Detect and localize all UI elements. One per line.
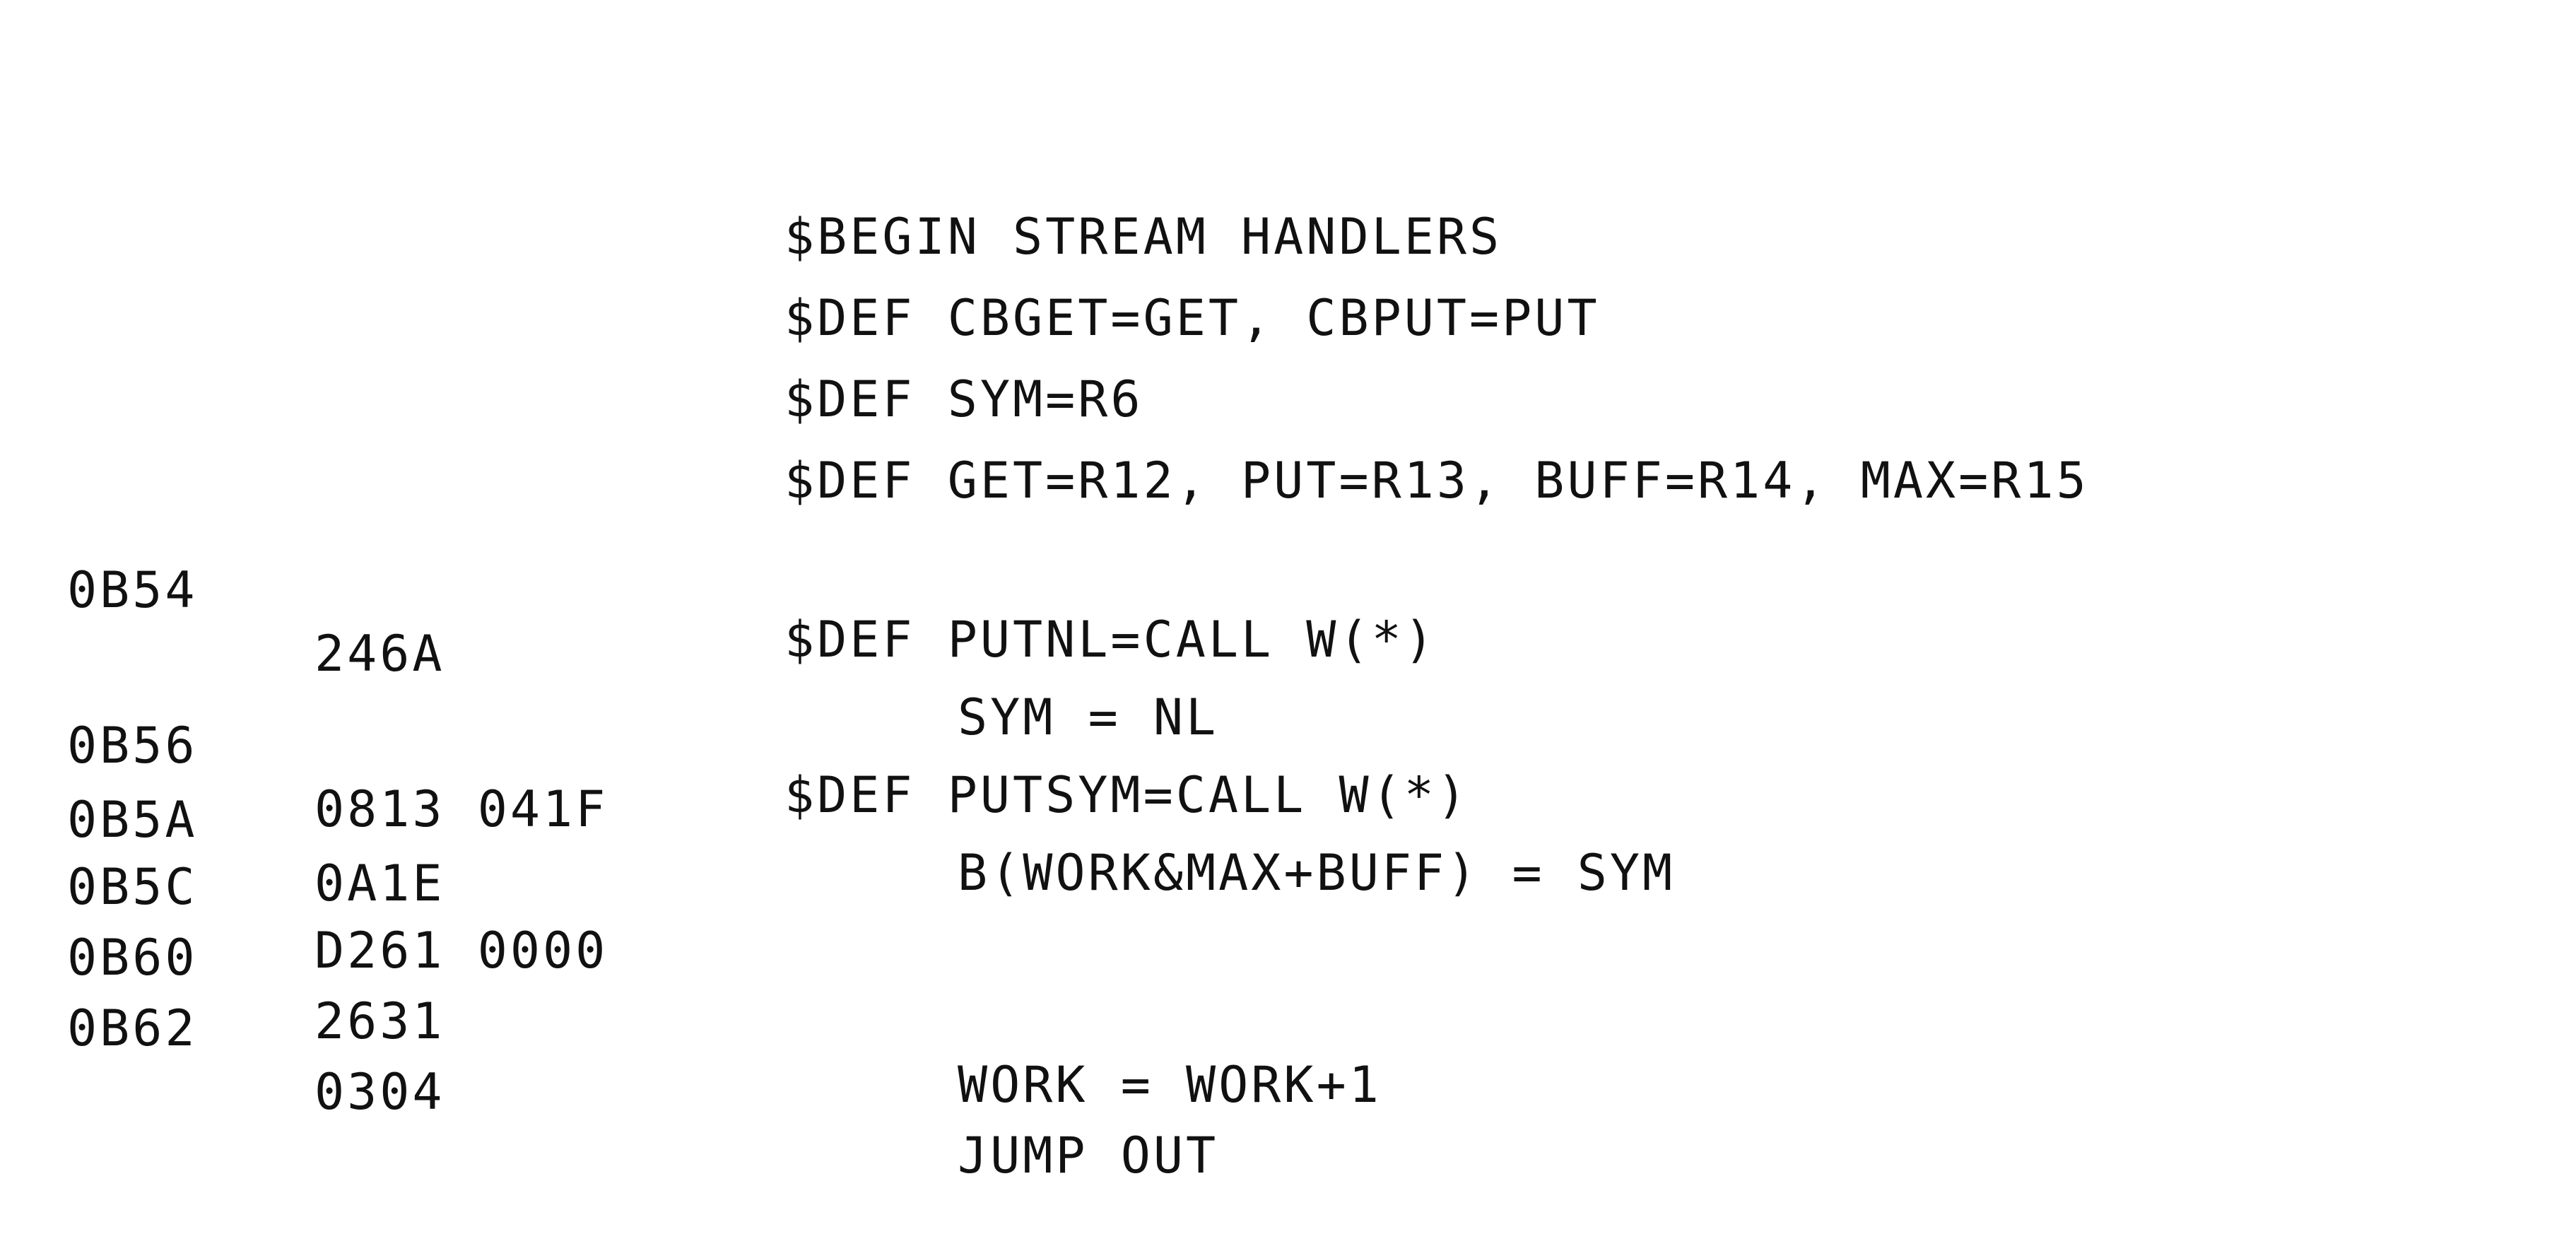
- listing-line: 0B60 2631 WORK = WORK+1: [0, 862, 2576, 1114]
- address-column: 0B56: [67, 717, 198, 775]
- source-column: $DEF PUTNL=CALL W(*): [784, 611, 1437, 669]
- object-code-column: 0A1E: [314, 854, 445, 912]
- listing-line: $DEF CBGET=GET, CBPUT=PUT: [0, 95, 2576, 347]
- listing-line: 0B62 0304 JUMP OUT: [0, 933, 2576, 1185]
- object-code-column: 2631: [314, 992, 445, 1050]
- listing-line: 0B54 246A SYM = NL: [0, 495, 2576, 746]
- listing-line: $DEF GET=R12, PUT=R13, BUFF=R14, MAX=R15: [0, 258, 2576, 510]
- address-column: 0B5A: [67, 791, 198, 849]
- source-column: $DEF PUTSYM=CALL W(*): [784, 766, 1470, 824]
- assembler-listing: $BEGIN STREAM HANDLERS $DEF CBGET=GET, C…: [0, 14, 2576, 1185]
- source-column: B(WORK&MAX+BUFF) = SYM: [958, 844, 1676, 902]
- listing-line: $BEGIN STREAM HANDLERS: [0, 14, 2576, 266]
- source-column: $DEF CBGET=GET, CBPUT=PUT: [784, 289, 1600, 347]
- listing-line: 0B56 0813 041F B(WORK&MAX+BUFF) = SYM: [0, 650, 2576, 902]
- source-column: $DEF GET=R12, PUT=R13, BUFF=R14, MAX=R15: [784, 452, 2089, 510]
- listing-line: $DEF SYM=R6: [0, 177, 2576, 428]
- object-code-column: 0304: [314, 1063, 445, 1121]
- address-column: 0B62: [67, 999, 198, 1057]
- object-code-column: 246A: [314, 625, 445, 683]
- address-column: 0B5C: [67, 858, 198, 916]
- object-code-column: D261 0000: [314, 922, 608, 980]
- listing-line: 0B5C D261 0000: [0, 792, 2576, 980]
- listing-line: $DEF PUTNL=CALL W(*): [0, 417, 2576, 669]
- listing-line: 0B5A 0A1E: [0, 724, 2576, 912]
- address-column: 0B60: [67, 929, 198, 987]
- object-code-column: 0813 041F: [314, 780, 608, 838]
- source-column: JUMP OUT: [958, 1127, 1219, 1185]
- address-column: 0B54: [67, 561, 198, 619]
- source-column: $DEF SYM=R6: [784, 370, 1143, 428]
- source-column: WORK = WORK+1: [958, 1056, 1382, 1114]
- listing-line: $DEF PUTSYM=CALL W(*): [0, 572, 2576, 824]
- source-column: SYM = NL: [958, 688, 1219, 746]
- source-column: $BEGIN STREAM HANDLERS: [784, 208, 1502, 266]
